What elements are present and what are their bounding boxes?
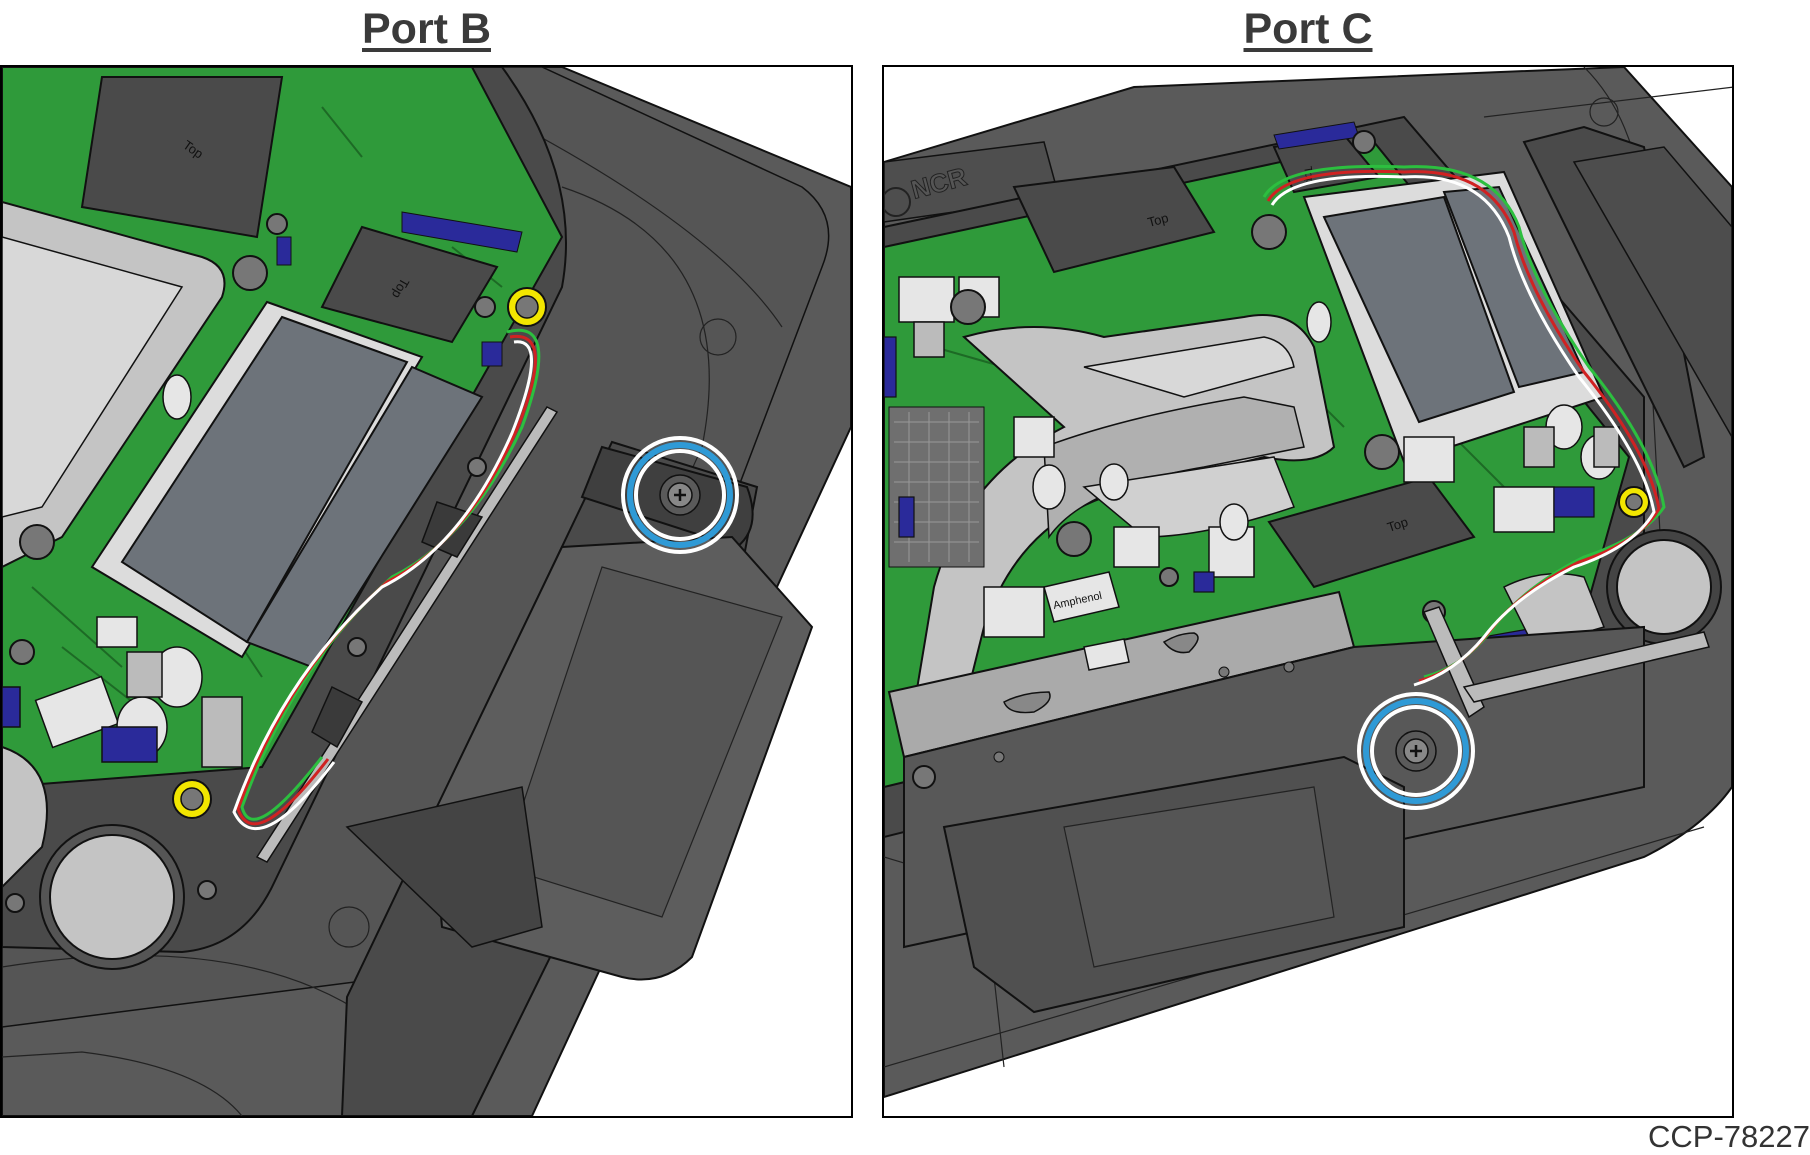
chip-label-1: Top <box>1146 210 1170 230</box>
ram-module <box>90 300 484 669</box>
front-foot <box>942 755 1405 1014</box>
ram-module <box>1302 170 1606 464</box>
highlighted-screws <box>172 287 547 819</box>
chip-top-3: Top <box>1267 475 1476 589</box>
mount-bracket <box>340 440 814 1116</box>
figure-id: CCP-78227 <box>1648 1119 1810 1154</box>
port-c-illustration: NCR Top Top Top <box>882 65 1734 1118</box>
panel-title-port-c: Port C <box>1243 5 1373 53</box>
vent-grid <box>888 406 985 568</box>
port-b-illustration: Top Top <box>0 65 853 1118</box>
port-c-drawing: NCR Top Top Top <box>884 67 1732 1116</box>
chip-top-2: Top <box>320 211 523 344</box>
callout-screw <box>1357 692 1475 810</box>
antenna-cable <box>232 328 541 831</box>
antenna-cable <box>1262 164 1666 687</box>
heatsink <box>2 200 226 889</box>
port-b-drawing: Top Top <box>2 67 851 1116</box>
highlighted-screw <box>1618 486 1650 518</box>
callout-screw <box>621 436 739 554</box>
chip-top-1: Top <box>1012 165 1216 274</box>
coin-battery <box>39 824 185 970</box>
amphenol-connector: Amphenol <box>1043 571 1120 623</box>
chip-top-1: Top <box>80 76 284 239</box>
panel-title-port-b: Port B <box>362 5 491 53</box>
chip-label-3: Top <box>1385 514 1410 535</box>
